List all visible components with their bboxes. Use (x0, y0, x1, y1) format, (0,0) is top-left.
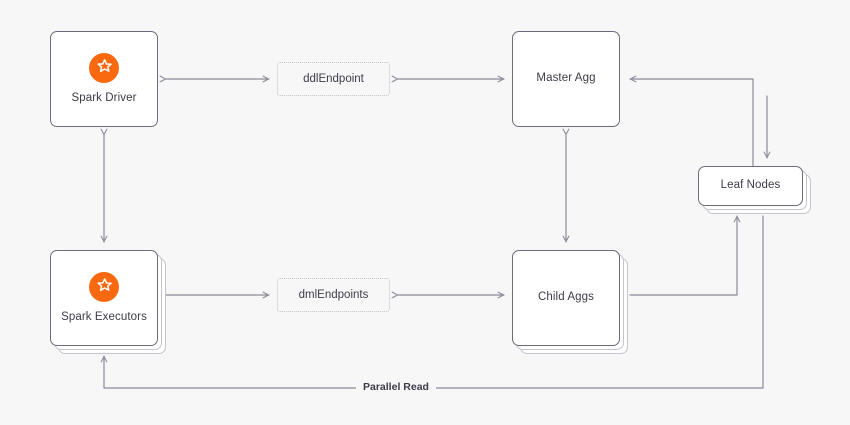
chip-label-ddl-endpoint: ddlEndpoint (303, 73, 364, 85)
node-master-agg[interactable]: Master Agg (512, 31, 620, 127)
edge-parallel-read (100, 215, 764, 389)
node-child-aggs[interactable]: Child Aggs (512, 250, 620, 346)
edge-leafnodes-masteragg (629, 75, 754, 167)
node-label-spark-driver: Spark Driver (71, 91, 137, 104)
edge-label-parallel-read: Parallel Read (356, 381, 436, 393)
node-label-master-agg: Master Agg (536, 72, 596, 85)
spark-logo-icon (89, 271, 119, 302)
chip-dml-endpoints[interactable]: dmlEndpoints (277, 278, 390, 312)
node-spark-executors[interactable]: Spark Executors (50, 250, 158, 346)
node-label-leaf-nodes: Leaf Nodes (720, 179, 781, 192)
node-leaf-nodes[interactable]: Leaf Nodes (698, 166, 803, 206)
node-spark-driver[interactable]: Spark Driver (50, 31, 158, 127)
edge-childaggs-leafnodes (629, 215, 741, 296)
spark-logo-icon (89, 52, 119, 83)
chip-ddl-endpoint[interactable]: ddlEndpoint (277, 62, 390, 96)
chip-label-dml-endpoints: dmlEndpoints (298, 289, 369, 301)
node-label-child-aggs: Child Aggs (538, 291, 594, 304)
node-label-spark-executors: Spark Executors (61, 310, 147, 323)
